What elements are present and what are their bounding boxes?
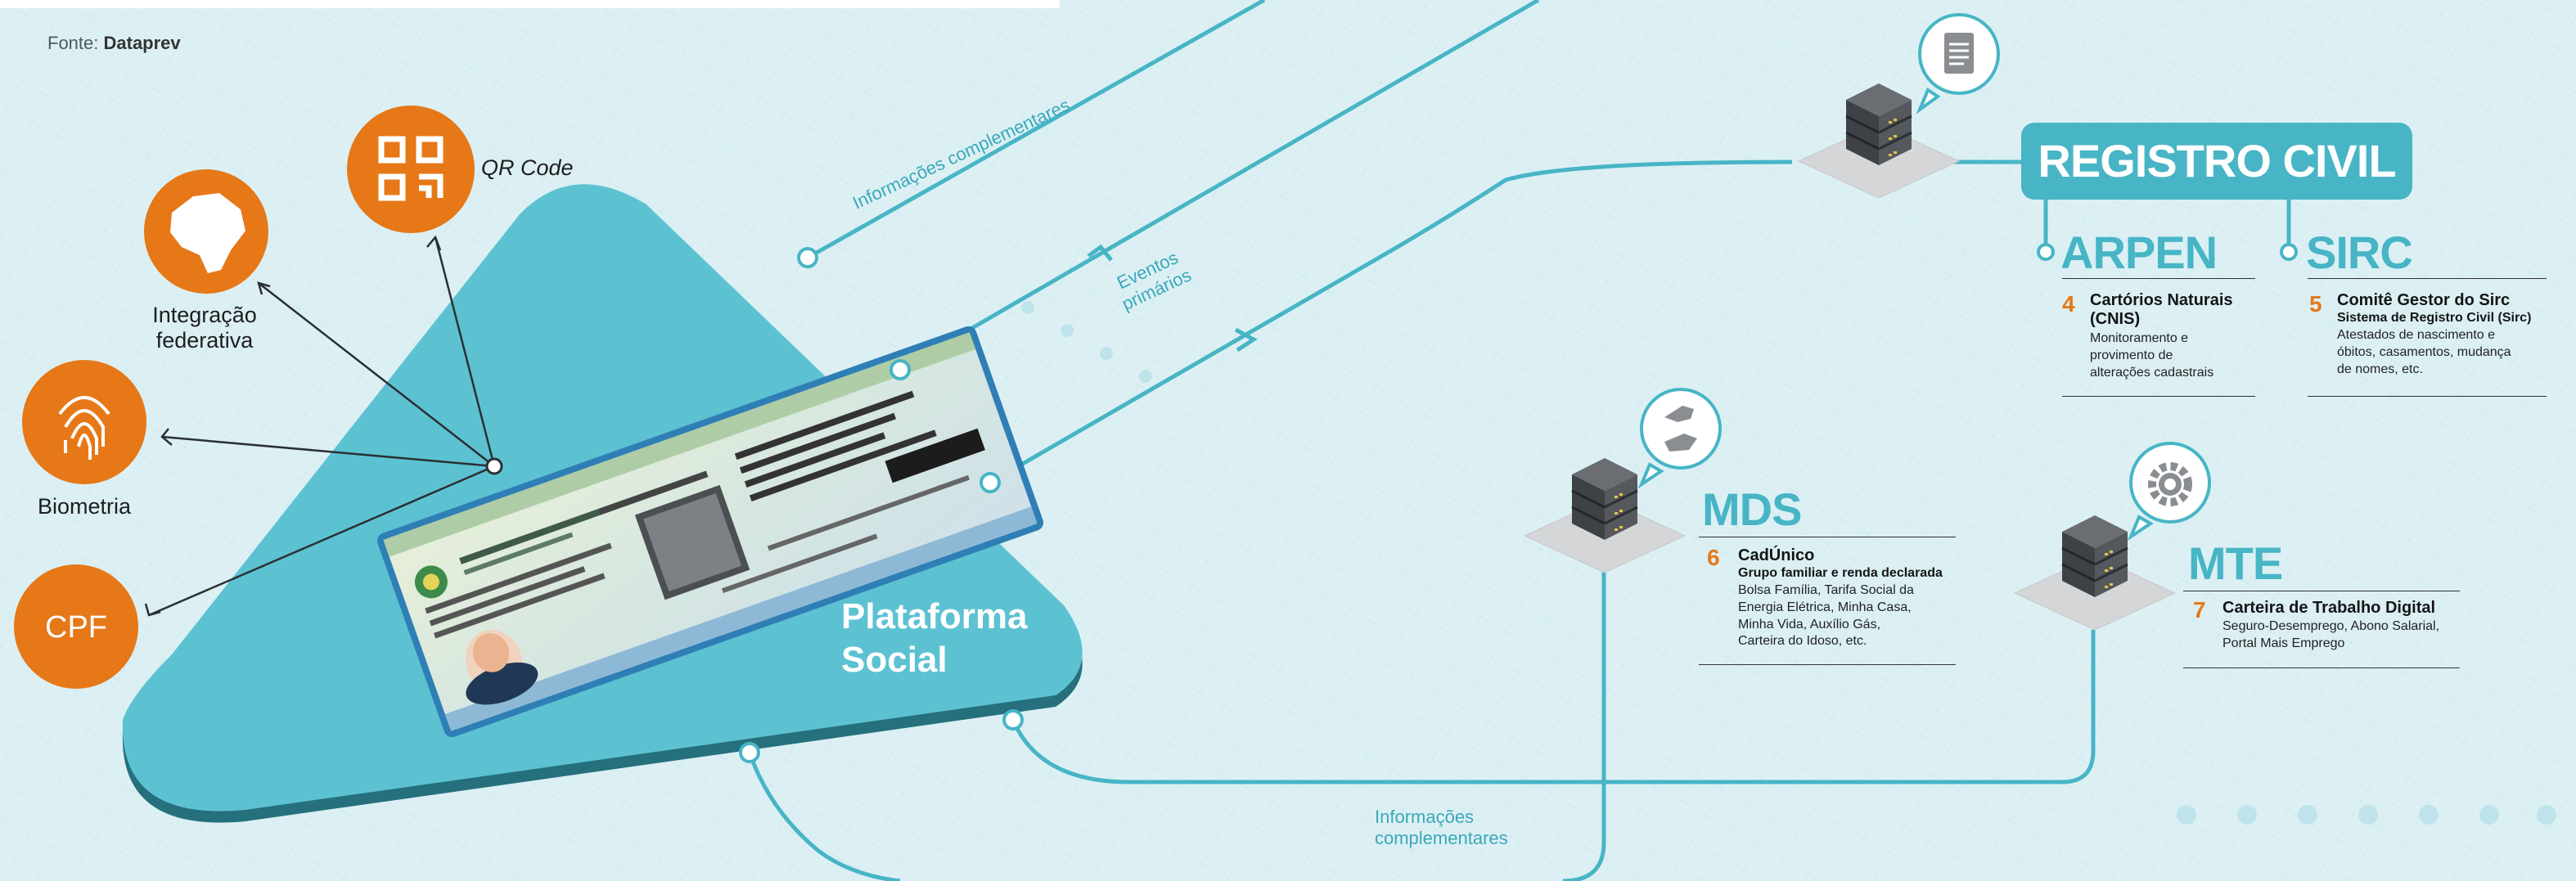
mte-entry-body: Seguro-Desemprego, Abono Salarial, Porta… <box>2222 619 2440 650</box>
mte-title: MTE <box>2188 537 2283 589</box>
mds-bottom-rule <box>1699 664 1956 665</box>
cpf-label: CPF <box>45 610 107 645</box>
arpen-entry-title: Cartórios Naturais (CNIS) <box>2090 291 2233 328</box>
sirc-top-rule <box>2308 278 2547 279</box>
sirc-entry-title: Comitê Gestor do Sirc <box>2337 291 2511 309</box>
mds-entry-body: Bolsa Família, Tarifa Social da Energia … <box>1738 583 1914 649</box>
sirc-entry-body: Atestados de nascimento e óbitos, casame… <box>2337 328 2511 376</box>
document-icon <box>1916 13 2000 115</box>
mds-entry-title: CadÚnico <box>1738 546 1815 564</box>
flow-label-bottom: Informações complementares <box>1375 807 1508 849</box>
fingerprint-icon <box>22 360 146 484</box>
arpen-top-rule <box>2062 278 2255 279</box>
qr-code-label: QR Code <box>481 155 574 180</box>
mte-number: 7 <box>2193 597 2206 623</box>
registro-civil-title: REGISTRO CIVIL <box>2021 123 2412 200</box>
arpen-number: 4 <box>2062 291 2075 317</box>
sirc-number: 5 <box>2309 291 2322 317</box>
arpen-title: ARPEN <box>2060 227 2218 278</box>
id-card <box>376 326 1044 738</box>
source-credit: Fonte: Dataprev <box>47 33 181 53</box>
cpf-badge <box>14 564 138 689</box>
biometrics-label: Biometria <box>37 494 132 519</box>
top-white-strip <box>0 0 1060 8</box>
decorative-dots <box>1021 301 2556 825</box>
mte-bottom-rule <box>2183 667 2460 668</box>
mds-number: 6 <box>1707 545 1720 570</box>
platform-label: Plataforma Social <box>841 596 1028 680</box>
sirc-bottom-rule <box>2308 396 2547 397</box>
mds-title: MDS <box>1702 483 1802 535</box>
feature-hub-node <box>485 457 503 475</box>
brazil-map-icon <box>144 169 268 294</box>
arpen-bottom-rule <box>2062 396 2255 397</box>
feature-pointers <box>144 235 496 617</box>
mte-entry-title: Carteira de Trabalho Digital <box>2222 599 2436 617</box>
platform-nodes <box>739 243 2298 763</box>
gear-icon <box>2127 442 2211 542</box>
arpen-entry-body: Monitoramento e provimento de alterações… <box>2090 331 2214 380</box>
sirc-title: SIRC <box>2306 227 2413 278</box>
mds-entry-sub: Grupo familiar e renda declarada <box>1738 566 1943 580</box>
sirc-entry-sub: Sistema de Registro Civil (Sirc) <box>2337 311 2532 325</box>
qr-code-icon <box>347 106 475 233</box>
federal-integration-label: Integração federativa <box>152 303 257 353</box>
helping-hands-icon <box>1637 388 1722 489</box>
